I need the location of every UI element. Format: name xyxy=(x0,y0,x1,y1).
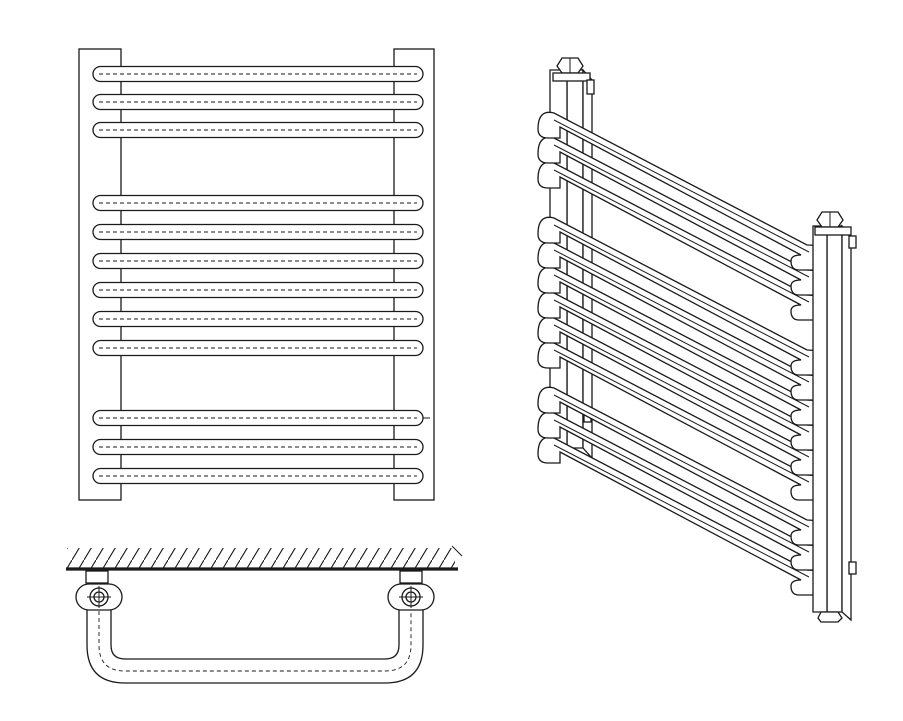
iso-rail-highlight xyxy=(553,169,810,303)
iso-rail-highlight xyxy=(553,349,810,483)
front-rail xyxy=(92,281,424,299)
iso-rail-highlight xyxy=(553,249,810,383)
front-rail xyxy=(92,252,424,270)
left-wall-bracket xyxy=(85,570,109,584)
front-rail xyxy=(92,93,424,111)
iso-rail xyxy=(537,216,828,376)
iso-rail-highlight xyxy=(553,394,810,528)
front-rail xyxy=(92,467,424,485)
iso-rail-highlight xyxy=(553,119,810,253)
u-pipe-outer xyxy=(86,597,424,684)
front-rail xyxy=(92,121,424,139)
front-rail xyxy=(92,223,424,241)
iso-rail-highlight xyxy=(553,144,810,278)
front-rail xyxy=(92,339,424,357)
front-rail xyxy=(92,194,424,212)
iso-rail-body xyxy=(537,111,828,271)
break-mark xyxy=(451,545,463,557)
right-wall-bracket xyxy=(399,570,423,584)
isometric-view xyxy=(537,57,857,623)
right-vertical-collector xyxy=(393,48,435,501)
left-vertical-collector xyxy=(78,48,122,501)
iso-rail-body xyxy=(537,386,828,546)
iso-rail xyxy=(537,411,828,571)
iso-rail-highlight xyxy=(553,444,810,578)
top-view xyxy=(66,545,463,684)
wall-hatching xyxy=(67,548,455,568)
iso-rail-body xyxy=(537,411,828,571)
iso-rail xyxy=(537,386,828,546)
iso-rail-body xyxy=(537,216,828,376)
iso-rail-highlight xyxy=(553,419,810,553)
u-pipe-inner xyxy=(110,597,400,660)
right-connection xyxy=(387,583,435,611)
right-collector-3d xyxy=(812,211,857,623)
front-rail xyxy=(92,65,424,83)
front-view xyxy=(78,48,435,501)
iso-rail xyxy=(537,111,828,271)
iso-rail-highlight xyxy=(553,324,810,458)
u-pipe-centerline xyxy=(98,597,412,672)
left-connection xyxy=(75,583,123,611)
front-rail xyxy=(92,310,424,328)
front-rail xyxy=(92,438,424,456)
iso-rail-highlight xyxy=(553,274,810,408)
iso-rail-highlight xyxy=(553,224,810,358)
iso-rail-highlight xyxy=(553,299,810,433)
